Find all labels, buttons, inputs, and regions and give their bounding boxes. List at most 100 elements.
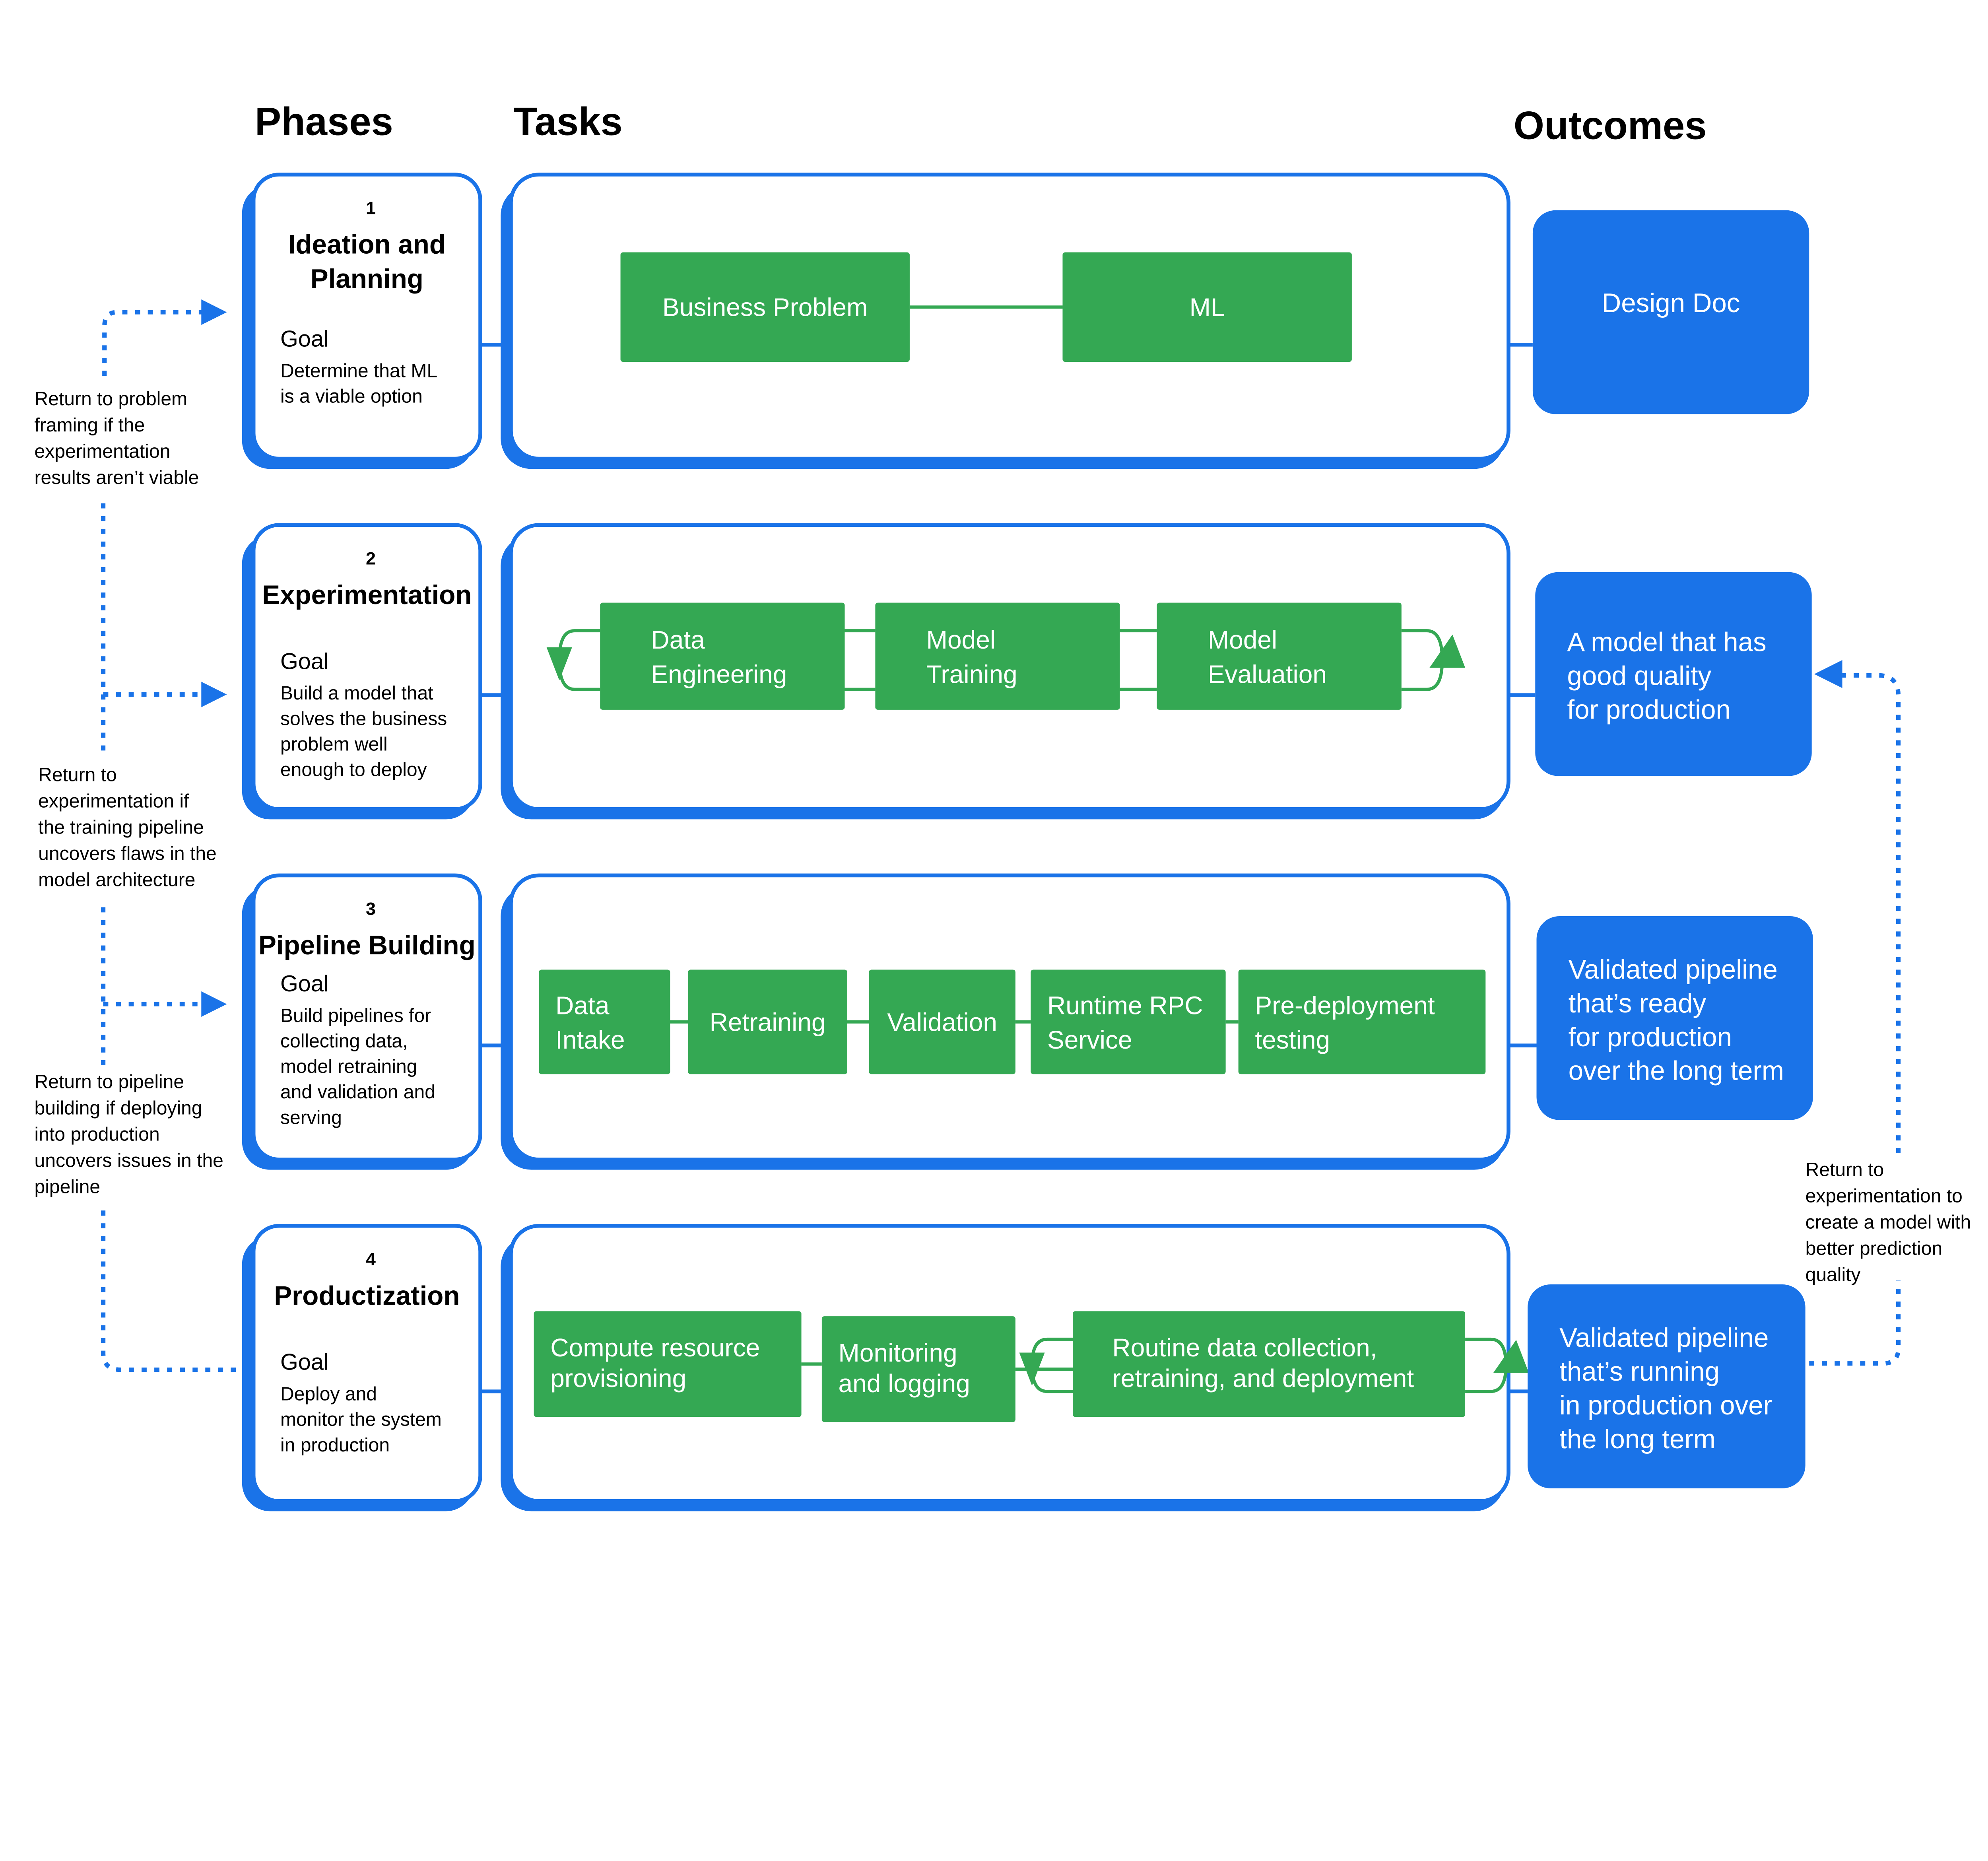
goal-text-line: enough to deploy	[280, 759, 427, 780]
outcome-box	[1528, 1284, 1806, 1488]
task-step	[1238, 969, 1486, 1074]
phase-box	[251, 173, 482, 461]
feedback-note-line: results aren’t viable	[35, 467, 199, 488]
outcome-label-line: A model that has	[1567, 627, 1766, 657]
feedback-note-line: the training pipeline	[38, 816, 204, 838]
task-step-label: Retraining	[710, 1008, 826, 1036]
task-step-label-line: ML	[1190, 293, 1225, 322]
phase-title-line: Productization	[274, 1281, 460, 1311]
task-step-label-line: Compute resource	[550, 1333, 760, 1362]
feedback-arrowhead-icon	[1814, 660, 1842, 688]
feedback-arrowhead-icon	[201, 682, 227, 707]
phase-number: 1	[366, 198, 376, 218]
task-step	[1073, 1311, 1466, 1417]
task-step-label-line: Validation	[887, 1008, 997, 1036]
feedback-note-line: building if deploying	[35, 1098, 202, 1119]
phase-box	[251, 1224, 482, 1503]
task-step-label-line: Business Problem	[662, 293, 868, 322]
task-step	[875, 602, 1120, 710]
phase-title: Productization	[274, 1281, 460, 1311]
task-step-label-line: Monitoring	[838, 1338, 957, 1367]
task-step	[688, 969, 847, 1074]
task-step	[534, 1311, 802, 1417]
feedback-note-line: framing if the	[35, 414, 145, 436]
phase-number: 2	[366, 548, 376, 569]
feedback-note-line: Return to	[38, 764, 117, 785]
goal-label: Goal	[280, 326, 329, 352]
outcome-label-line: that’s running	[1559, 1357, 1720, 1387]
outcome-label-line: over the long term	[1569, 1056, 1784, 1086]
outcome-box	[1535, 572, 1812, 776]
task-step-label-line: Evaluation	[1208, 660, 1327, 689]
task-step	[1031, 969, 1226, 1074]
feedback-arrowhead-icon	[201, 991, 227, 1017]
phase-box	[251, 873, 482, 1162]
phase-title-line: Ideation and	[288, 230, 446, 260]
feedback-note-line: Return to pipeline	[35, 1071, 184, 1093]
task-step-label: Validation	[887, 1008, 997, 1036]
goal-text-line: solves the business	[280, 708, 447, 729]
goal-text-line: Determine that ML	[280, 360, 437, 382]
outcome-label: Design Doc	[1602, 288, 1740, 318]
goal-text-line: model retraining	[280, 1056, 417, 1077]
arrowhead-down-icon	[1019, 1352, 1045, 1386]
arrowhead-up-icon	[1493, 1340, 1529, 1373]
task-step-label-line: and logging	[838, 1369, 970, 1398]
outcome-label-line: the long term	[1559, 1424, 1716, 1454]
tasks-header: Tasks	[513, 100, 622, 144]
outcome-box	[1536, 916, 1813, 1120]
phase-title-line: Pipeline Building	[258, 930, 476, 960]
goal-text-line: is a viable option	[280, 386, 423, 407]
phase-title: Pipeline Building	[258, 930, 476, 960]
phase-number: 3	[366, 899, 376, 919]
goal-text-line: collecting data,	[280, 1030, 408, 1052]
task-step-label-line: Engineering	[651, 660, 787, 689]
feedback-note-line: model architecture	[38, 869, 195, 890]
goal-text-line: in production	[280, 1434, 390, 1456]
feedback-dotted-line	[102, 310, 204, 383]
goal-text-line: Deploy and	[280, 1383, 377, 1405]
task-step-label: ML	[1190, 293, 1225, 322]
task-step	[600, 602, 845, 710]
task-step-label-line: Runtime RPC	[1047, 991, 1203, 1020]
feedback-note-line: experimentation	[35, 441, 171, 462]
phases-header: Phases	[255, 100, 393, 144]
feedback-note-line: into production	[35, 1124, 160, 1145]
feedback-note-line: quality	[1806, 1264, 1861, 1286]
goal-label: Goal	[280, 971, 329, 997]
feedback-note-line: better prediction	[1806, 1238, 1943, 1259]
feedback-arrowhead-icon	[201, 299, 227, 325]
task-step-label-line: Retraining	[710, 1008, 826, 1036]
outcome-label-line: Validated pipeline	[1569, 955, 1778, 985]
task-step	[620, 252, 910, 362]
feedback-note-line: experimentation to	[1806, 1185, 1963, 1207]
outcome-label-line: Design Doc	[1602, 288, 1740, 318]
task-box	[509, 173, 1510, 461]
task-step-label-line: Model	[1208, 626, 1277, 654]
feedback-dotted-line	[1809, 1280, 1901, 1366]
task-step-label-line: provisioning	[550, 1364, 686, 1393]
task-step-label-line: Training	[926, 660, 1017, 689]
task-step-label: Business Problem	[662, 293, 868, 322]
phase-title-line: Experimentation	[262, 580, 472, 610]
outcome-label-line: Validated pipeline	[1559, 1323, 1769, 1353]
feedback-note-line: uncovers flaws in the	[38, 843, 217, 864]
task-step	[821, 1316, 1015, 1422]
goal-text-line: problem well	[280, 733, 388, 755]
outcome-label-line: for production	[1567, 695, 1730, 725]
task-step-label-line: Model	[926, 626, 996, 654]
outcome-label-line: for production	[1569, 1022, 1732, 1052]
task-step	[869, 969, 1015, 1074]
